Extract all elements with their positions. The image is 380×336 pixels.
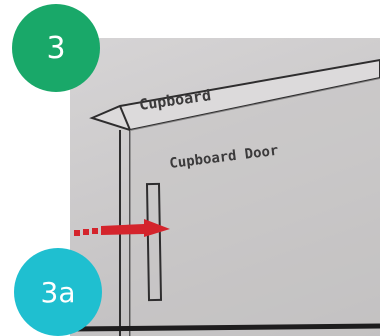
cupboard-illustration: Cupboard Cupboard Door <box>70 38 380 336</box>
substep-badge: 3a <box>14 248 102 336</box>
floor-line <box>70 326 380 329</box>
cupboard-photo: Cupboard Cupboard Door <box>70 38 380 336</box>
step-badge: 3 <box>12 4 100 92</box>
